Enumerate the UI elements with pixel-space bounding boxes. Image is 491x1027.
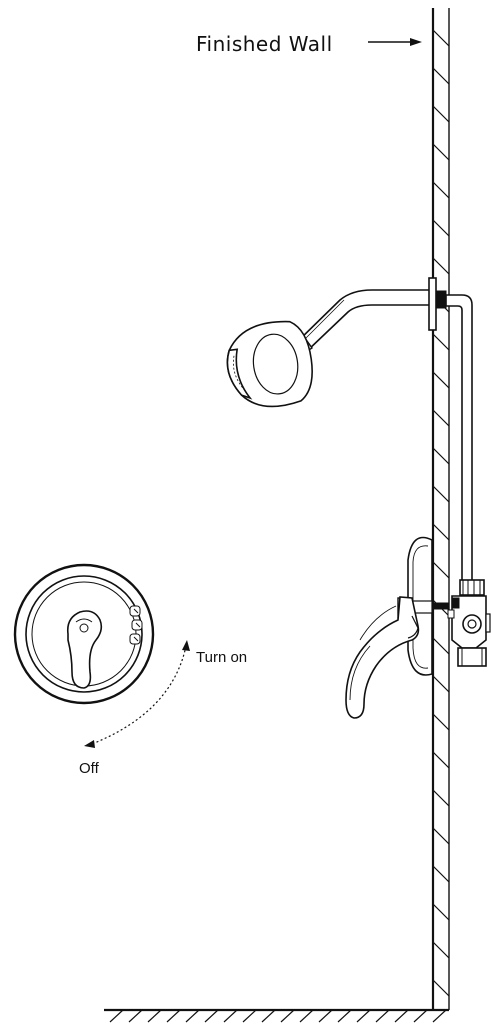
arm-fitting	[435, 290, 447, 309]
valve-top-nut	[459, 579, 485, 596]
wall-hatch-line	[432, 561, 450, 579]
wall-hatching	[432, 29, 450, 997]
floor-hatch-line	[280, 1009, 295, 1023]
wall-hatch-line	[432, 485, 450, 503]
wall-hatch-line	[432, 903, 450, 921]
valve-bottom-nut	[457, 647, 487, 667]
front-lever-handle	[66, 610, 103, 689]
wall-hatch-line	[432, 979, 450, 997]
wall-hatch-line	[432, 827, 450, 845]
shower-arm	[294, 289, 433, 354]
wall-hatch-line	[432, 29, 450, 47]
wall-hatch-line	[432, 447, 450, 465]
floor-hatch-line	[261, 1009, 276, 1023]
floor-hatch-line	[413, 1009, 428, 1023]
wall-hatch-line	[432, 865, 450, 883]
floor-hatch-line	[147, 1009, 162, 1023]
temperature-markings	[129, 605, 143, 645]
floor-hatch-line	[432, 1009, 447, 1023]
wall-hatch-line	[432, 941, 450, 959]
floor-hatch-line	[166, 1009, 181, 1023]
wall-hatch-line	[432, 143, 450, 161]
wall-hatch-line	[432, 257, 450, 275]
turn-on-label: Turn on	[196, 649, 248, 666]
floor-hatching	[109, 1009, 447, 1023]
wall-arrow-icon	[368, 38, 422, 46]
wall-hatch-line	[432, 713, 450, 731]
floor-hatch-line	[356, 1009, 371, 1023]
floor-hatch-line	[223, 1009, 238, 1023]
lever-handle	[345, 596, 420, 719]
handle-tip	[407, 615, 419, 639]
floor	[104, 1008, 449, 1023]
floor-hatch-line	[394, 1009, 409, 1023]
floor-hatch-line	[318, 1009, 333, 1023]
wall-hatch-line	[432, 105, 450, 123]
wall-hatch-line	[432, 219, 450, 237]
floor-hatch-line	[299, 1009, 314, 1023]
rotation-arrow-icon	[84, 640, 190, 748]
wall-hatch-line	[432, 637, 450, 655]
sleeve-dark	[431, 602, 449, 610]
floor-hatch-line	[185, 1009, 200, 1023]
wall-hatch-line	[432, 181, 450, 199]
floor-hatch-line	[109, 1009, 124, 1023]
finished-wall	[431, 8, 450, 1010]
finished-wall-label: Finished Wall	[196, 32, 333, 56]
shower-head-assembly	[226, 277, 447, 408]
wall-hatch-line	[432, 67, 450, 85]
arm-flange	[428, 277, 437, 331]
floor-hatch-line	[204, 1009, 219, 1023]
floor-hatch-line	[337, 1009, 352, 1023]
shower-head	[226, 320, 313, 408]
wall-hatch-line	[432, 751, 450, 769]
mixing-valve	[447, 579, 491, 667]
wall-hatch-line	[432, 409, 450, 427]
wall-hatch-line	[432, 675, 450, 693]
wall-hatch-line	[432, 371, 450, 389]
valve-trim-side	[345, 536, 449, 719]
valve-trim-front	[13, 563, 155, 705]
supply-pipe	[445, 294, 473, 586]
off-label: Off	[79, 760, 99, 777]
floor-hatch-line	[375, 1009, 390, 1023]
wall-hatch-line	[432, 789, 450, 807]
wall-hatch-line	[432, 333, 450, 351]
wall-hatch-line	[432, 523, 450, 541]
floor-hatch-line	[128, 1009, 143, 1023]
floor-hatch-line	[242, 1009, 257, 1023]
